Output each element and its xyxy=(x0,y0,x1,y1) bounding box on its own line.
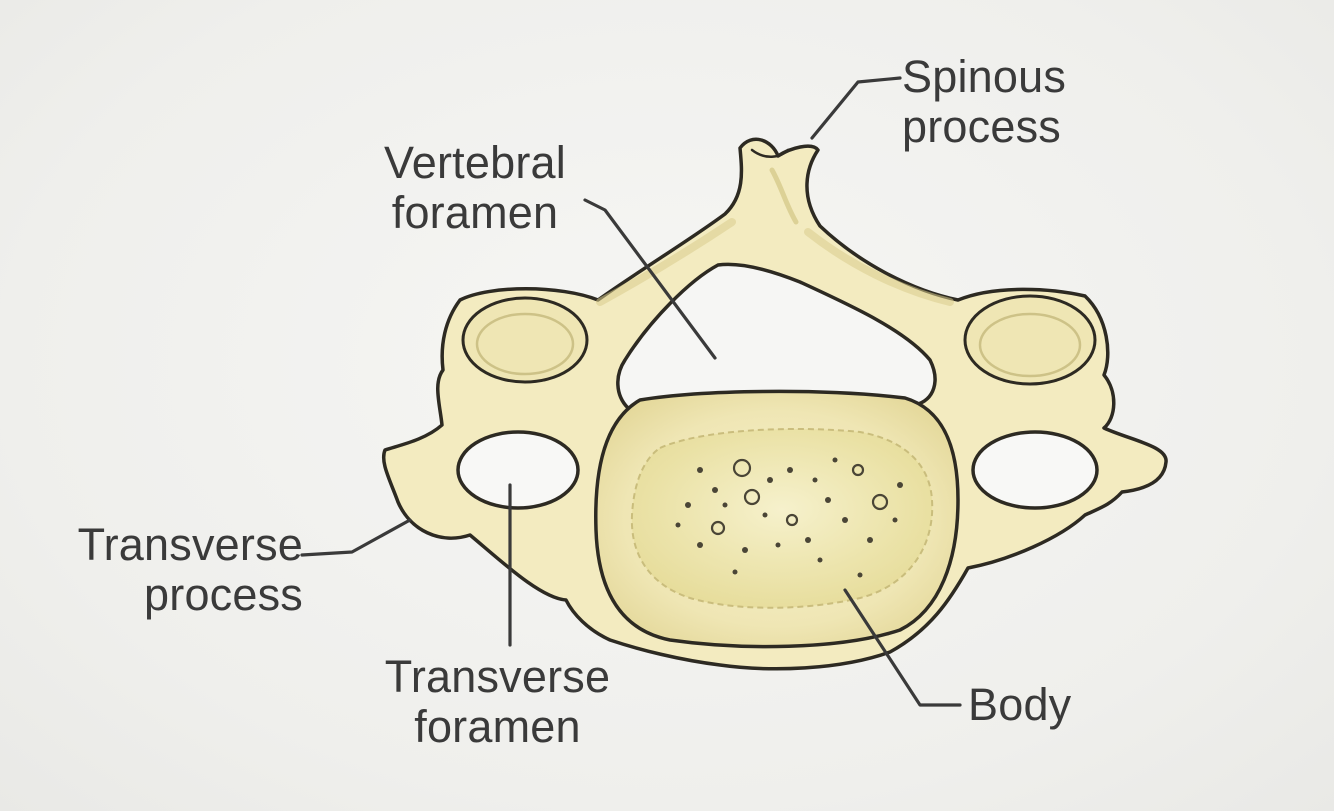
left-articular-facet xyxy=(461,296,589,384)
label-spinous-process-line2: process xyxy=(902,101,1061,152)
dot xyxy=(685,502,691,508)
dot xyxy=(742,547,748,553)
label-vertebral-foramen-line2: foramen xyxy=(391,187,559,238)
pore xyxy=(851,463,865,477)
label-transverse-foramen-line1: Transverse xyxy=(384,651,611,702)
dot xyxy=(867,537,873,543)
label-vertebral-foramen: Vertebral foramen xyxy=(370,138,580,238)
dot xyxy=(817,557,823,563)
left-articular-facet-inner xyxy=(475,312,575,376)
dot xyxy=(697,467,703,473)
dot xyxy=(787,467,793,473)
right-transverse-foramen xyxy=(971,430,1099,510)
label-transverse-process: Transverse process xyxy=(58,520,303,620)
dot xyxy=(812,477,818,483)
dot xyxy=(697,542,703,548)
dot xyxy=(825,497,831,503)
leader-body xyxy=(843,588,962,707)
lamina-shadow-right xyxy=(804,228,954,306)
dot xyxy=(892,517,898,523)
dot xyxy=(832,457,838,463)
leader-lines xyxy=(300,76,962,707)
dot xyxy=(722,502,728,508)
cancellous-bone xyxy=(630,427,934,609)
pore xyxy=(732,458,752,478)
label-vertebral-foramen-line1: Vertebral xyxy=(384,137,566,188)
dot xyxy=(767,477,773,483)
spine-notch xyxy=(750,148,790,158)
dot xyxy=(732,569,738,575)
label-transverse-foramen: Transverse foramen xyxy=(370,652,625,752)
dot xyxy=(805,537,811,543)
leader-vertebral-foramen xyxy=(583,198,717,360)
dot xyxy=(857,572,863,578)
dot xyxy=(712,487,718,493)
leader-spinous-process xyxy=(810,76,902,140)
pore xyxy=(710,520,726,536)
leader-transverse-process xyxy=(300,518,412,557)
dot xyxy=(842,517,848,523)
vertebra-bone xyxy=(382,137,1168,671)
label-spinous-process-line1: Spinous xyxy=(902,51,1067,102)
label-transverse-process-line1: Transverse xyxy=(77,519,303,570)
label-transverse-foramen-line2: foramen xyxy=(414,701,581,752)
label-body: Body xyxy=(968,680,1071,730)
label-transverse-process-line2: process xyxy=(144,569,303,620)
right-articular-facet xyxy=(963,294,1097,386)
cancellous-dots xyxy=(675,457,903,578)
pore xyxy=(871,493,889,511)
left-transverse-foramen xyxy=(456,430,580,510)
pore xyxy=(743,488,761,506)
pore xyxy=(785,513,799,527)
right-articular-facet-inner xyxy=(978,312,1082,378)
dot xyxy=(762,512,768,518)
lamina-shadow-left xyxy=(596,218,736,306)
cancellous-pores xyxy=(710,458,889,536)
dot xyxy=(775,542,781,548)
label-spinous-process: Spinous process xyxy=(902,52,1066,152)
dot xyxy=(897,482,903,488)
label-body-line1: Body xyxy=(968,679,1072,730)
spine-shadow xyxy=(769,167,799,225)
dot xyxy=(675,522,681,528)
